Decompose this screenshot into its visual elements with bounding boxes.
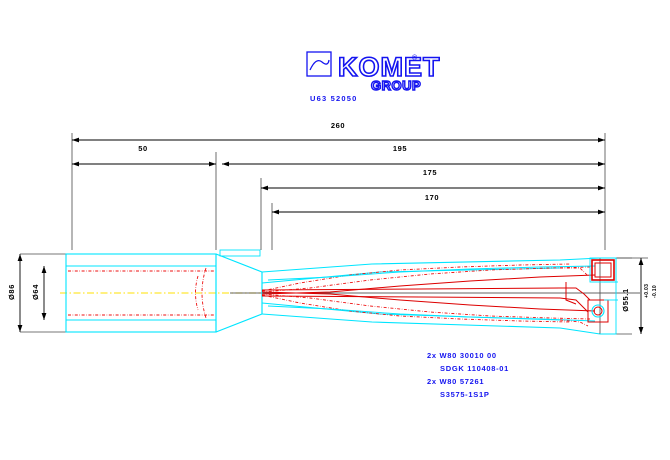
insert-pocket-assembly <box>559 257 632 335</box>
insert-spec-line-1-label: 2x W80 30010 00 <box>427 351 497 360</box>
body-outline-bottom <box>261 313 601 335</box>
insert-lower <box>587 299 609 323</box>
part-code-label: U63 52050 <box>310 94 358 103</box>
flange-hidden-arc <box>201 267 207 319</box>
flute-helix-upper-1 <box>261 263 571 292</box>
flute-edge-lower <box>267 305 596 322</box>
komet-logo-mark <box>306 51 332 77</box>
left-diameter-block: Ø86 Ø64 <box>7 253 66 333</box>
dim-cutting-diameter-label: Ø55.1 <box>621 288 630 311</box>
flute-helix-lower-3 <box>261 291 596 312</box>
flute-edge-upper <box>267 265 596 281</box>
flute-helix-lower-2 <box>261 293 591 320</box>
right-diameter-block: Ø55.1 +0.03 -0.10 <box>600 257 658 334</box>
cutting-diameter-upper-tolerance-label: +0.03 <box>644 284 650 298</box>
dim-body-length: 195 <box>222 144 605 167</box>
komet-logo-text: KOMET <box>338 52 441 82</box>
flange-hidden-arc-inner <box>195 275 199 311</box>
pocket-link-lower <box>559 297 589 313</box>
screw-hole <box>591 304 605 318</box>
insert-spec-line-2-label: SDGK 110408-01 <box>440 364 509 373</box>
dim-flute-length: 175 <box>261 168 605 191</box>
dim-flute-length-label: 175 <box>423 168 437 177</box>
flute-helix-lower-1 <box>261 294 571 323</box>
dim-shank-pilot-diameter-label: Ø64 <box>31 284 40 300</box>
tip-outline <box>600 257 617 335</box>
dim-overall-length: 260 <box>72 121 605 143</box>
dim-usable-length-label: 170 <box>425 193 439 202</box>
flute-helix-upper-3 <box>261 274 596 295</box>
screw-spec-line-1-label: 2x W80 57261 <box>427 377 484 386</box>
body-outline-top <box>261 257 601 273</box>
annotation-block: 2x W80 30010 00 SDGK 110408-01 2x W80 57… <box>427 351 509 399</box>
pocket-link-upper <box>560 287 591 301</box>
screw-hole-inner <box>593 306 603 316</box>
fluted-body <box>261 257 601 335</box>
dim-overall-length-label: 260 <box>331 121 345 130</box>
coolant-channel-top <box>261 287 561 291</box>
pocket-hidden-upper <box>560 267 589 277</box>
dim-shank-length: 50 <box>72 144 216 167</box>
dim-shank-outer-diameter-label: Ø86 <box>7 284 16 300</box>
brand-block: KOMET ® GROUP U63 52050 <box>306 51 441 103</box>
screw-spec-line-2-label: S3575-1S1P <box>440 390 490 399</box>
pocket-web <box>565 282 577 305</box>
flute-helix-upper-2 <box>261 266 591 293</box>
insert-upper <box>591 259 615 281</box>
coolant-channel-bottom <box>261 295 561 299</box>
cutting-diameter-lower-tolerance-label: -0.10 <box>652 285 658 298</box>
registered-trademark-icon: ® <box>412 54 418 62</box>
flange-taper <box>195 249 263 333</box>
dim-shank-length-label: 50 <box>138 144 148 153</box>
dim-usable-length: 170 <box>272 193 605 215</box>
dimension-block: 260 50 195 175 <box>71 121 606 250</box>
insert-upper-inner <box>594 262 612 278</box>
komet-group-text: GROUP <box>371 78 421 93</box>
dim-body-length-label: 195 <box>393 144 407 153</box>
insert-upper-outline <box>589 257 617 283</box>
tool-geometry <box>60 249 640 335</box>
